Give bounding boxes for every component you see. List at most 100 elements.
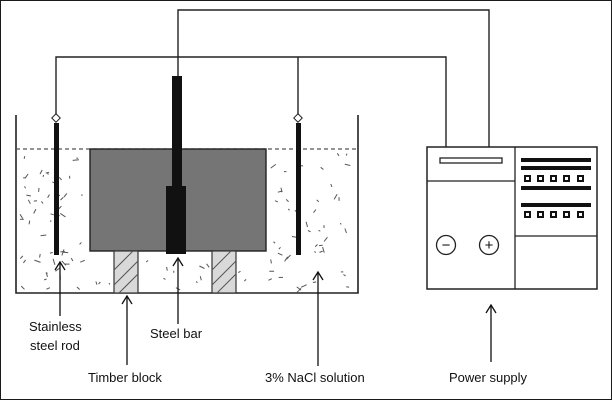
solution-speck <box>300 284 307 288</box>
solution-speck <box>166 266 168 271</box>
solution-speck <box>318 229 321 232</box>
solution-speck <box>274 200 278 203</box>
label-power-supply: Power supply <box>449 370 528 385</box>
solution-speck <box>319 250 323 253</box>
solution-speck <box>343 274 346 277</box>
solution-speck <box>80 259 85 263</box>
solution-speck <box>286 254 291 260</box>
label-timber-block: Timber block <box>88 370 162 385</box>
display-slot <box>439 157 503 164</box>
control-panel <box>521 158 591 218</box>
solution-speck <box>49 252 53 254</box>
solution-speck <box>76 286 81 290</box>
connector-left <box>51 113 61 123</box>
solution-speck <box>145 260 149 263</box>
label-nacl-solution: 3% NaCl solution <box>265 370 365 385</box>
positive-terminal-icon: + <box>478 234 500 256</box>
solution-speck <box>287 208 290 211</box>
solution-speck <box>34 259 41 263</box>
solution-speck <box>330 183 333 188</box>
connector-right <box>293 113 303 123</box>
solution-speck <box>43 278 47 281</box>
solution-speck <box>42 174 45 178</box>
solution-speck <box>50 213 54 216</box>
solution-speck <box>39 169 43 175</box>
solution-speck <box>46 287 51 290</box>
steel-bar <box>172 76 182 188</box>
solution-speck <box>313 209 317 213</box>
solution-speck <box>305 221 308 228</box>
label-stainless-steel-rod-line1: Stainless <box>29 319 82 334</box>
solution-speck <box>33 208 37 214</box>
solution-speck <box>24 186 27 189</box>
solution-speck <box>95 281 98 285</box>
solution-speck <box>273 241 276 244</box>
negative-terminal-icon: − <box>435 234 457 256</box>
solution-speck <box>270 163 277 169</box>
power-supply-unit: − + <box>426 146 598 290</box>
solution-speck <box>344 228 347 234</box>
solution-speck <box>340 222 342 225</box>
solution-speck <box>58 177 62 181</box>
solution-speck <box>60 212 66 218</box>
solution-speck <box>238 270 241 274</box>
solution-speck <box>40 234 47 237</box>
solution-speck <box>70 257 74 262</box>
label-stainless-steel-rod-line2: steel rod <box>30 338 80 353</box>
solution-speck <box>285 199 289 203</box>
solution-speck <box>39 253 41 258</box>
solution-speck <box>346 286 350 288</box>
timber-blocks <box>113 250 237 294</box>
solution-speck <box>20 285 25 290</box>
solution-speck <box>81 194 83 197</box>
steel-bar-electrode <box>166 76 186 254</box>
solution-tank <box>15 115 359 294</box>
solution-speck <box>19 214 24 219</box>
solution-speck <box>79 242 82 245</box>
solution-speck <box>28 220 31 225</box>
solution-speck <box>284 256 289 262</box>
label-steel-bar: Steel bar <box>150 326 203 341</box>
solution-speck <box>291 236 297 238</box>
solution-speck <box>320 166 324 170</box>
solution-speck <box>46 172 49 175</box>
stainless-rod-left <box>54 123 59 255</box>
solution-speck <box>55 267 61 272</box>
solution-speck <box>61 249 65 256</box>
solution-speck <box>108 282 111 285</box>
solution-speck <box>277 252 283 256</box>
solution-speck <box>322 246 325 253</box>
solution-speck <box>344 163 351 166</box>
solution-speck <box>336 153 340 157</box>
solution-speck <box>26 194 31 197</box>
solution-speck <box>333 194 338 200</box>
solution-speck <box>72 159 79 161</box>
solution-speck <box>268 278 273 281</box>
solution-speck <box>63 193 68 198</box>
label-arrows <box>54 256 497 366</box>
solution-speck <box>23 156 26 159</box>
solution-speck <box>22 259 27 264</box>
solution-speck <box>314 244 318 248</box>
solution-speck <box>296 286 302 291</box>
solution-speck <box>270 259 272 264</box>
solution-speck <box>163 277 166 280</box>
steel-bar-embedded <box>166 186 186 254</box>
solution-speck <box>52 258 56 265</box>
wire-steel-bar-to-positive <box>177 9 490 236</box>
solution-speck <box>243 279 247 282</box>
solution-speck <box>307 230 311 233</box>
negative-terminal-sign: − <box>442 237 451 254</box>
solution-speck <box>19 255 24 259</box>
solution-speck <box>199 276 202 281</box>
solution-speck <box>345 153 348 156</box>
solution-speck <box>314 250 316 254</box>
solution-speck <box>277 190 283 193</box>
solution-speck <box>60 196 64 201</box>
solution-speck <box>206 263 210 268</box>
solution-speck <box>47 194 50 198</box>
solution-speck <box>296 287 302 293</box>
solution-speck <box>98 281 101 285</box>
solution-speck <box>27 199 31 204</box>
